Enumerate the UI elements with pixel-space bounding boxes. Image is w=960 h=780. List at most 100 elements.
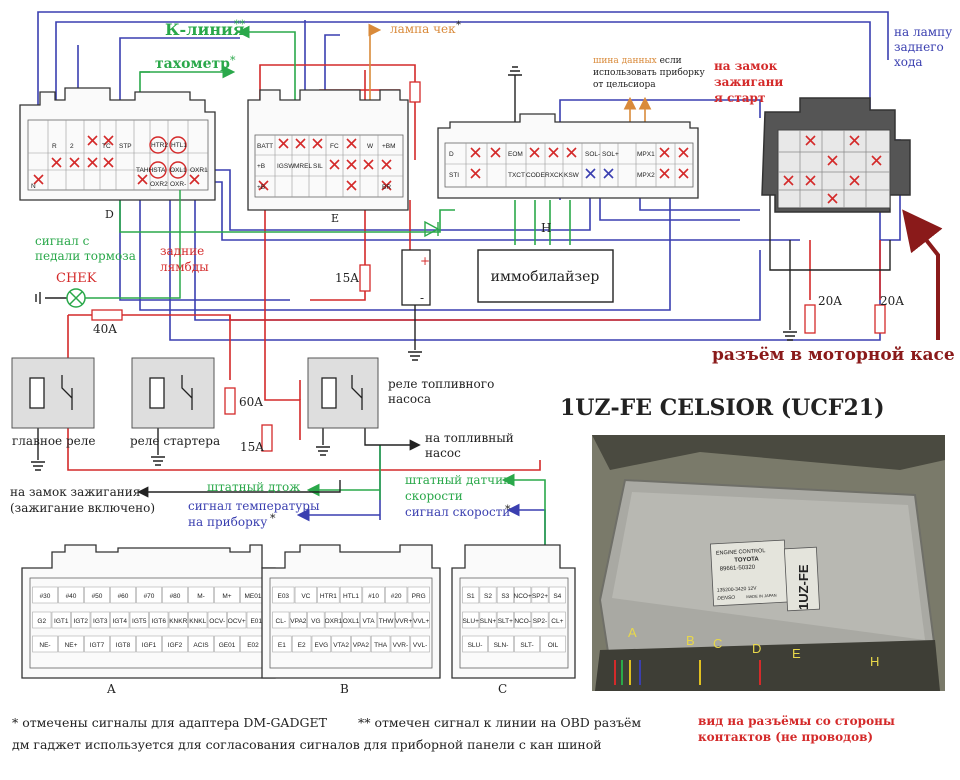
pin-label: #70 bbox=[144, 593, 155, 600]
svg-text:STP: STP bbox=[119, 143, 132, 150]
pin-label: IGF1 bbox=[142, 642, 157, 649]
pin-cell bbox=[162, 586, 188, 604]
pin-label: CL+ bbox=[551, 618, 563, 625]
pin-label: VTA bbox=[362, 618, 375, 625]
green-wires bbox=[119, 25, 571, 570]
pin-cell bbox=[227, 611, 247, 629]
pin-label: OXL1 bbox=[343, 618, 360, 625]
reverse-lamp-label-2: заднего bbox=[894, 40, 944, 54]
pin-cell bbox=[294, 586, 317, 604]
pin-label: SP2+ bbox=[532, 593, 548, 600]
page-title: 1UZ-FE CELSIOR (UCF21) bbox=[560, 395, 885, 421]
fuse-15a-label-1: 15A bbox=[240, 440, 264, 454]
pin-cell bbox=[32, 586, 58, 604]
pin-label: IGT6 bbox=[152, 618, 167, 625]
brake-label-1: сигнал с bbox=[35, 234, 90, 248]
svg-text:SOL-: SOL- bbox=[585, 151, 600, 158]
svg-text:R: R bbox=[52, 143, 57, 150]
diode-icon bbox=[424, 220, 440, 238]
pin-label: CL- bbox=[276, 618, 286, 625]
pin-label: E02 bbox=[247, 642, 259, 649]
pin-cell bbox=[58, 635, 84, 653]
pin-cell bbox=[479, 586, 497, 604]
ecu-label-6: MADE IN JAPAN bbox=[746, 593, 777, 600]
svg-text:FC: FC bbox=[330, 143, 339, 150]
svg-text:MPX2: MPX2 bbox=[637, 172, 655, 179]
svg-text:OXR1: OXR1 bbox=[190, 167, 208, 174]
svg-text:BR: BR bbox=[382, 184, 391, 191]
pin-cell bbox=[291, 635, 312, 653]
pin-label: SLT+ bbox=[498, 618, 513, 625]
pin-cell bbox=[71, 611, 91, 629]
check-lamp-icon bbox=[66, 190, 181, 308]
pin-label: KNKR bbox=[169, 618, 187, 625]
connector-e-name: E bbox=[331, 212, 339, 225]
connector-c bbox=[451, 544, 576, 679]
data-bus-label-3: от цельсиора bbox=[593, 80, 656, 90]
pin-cell bbox=[377, 611, 395, 629]
pin-cell bbox=[272, 586, 295, 604]
pin-label: THA bbox=[374, 642, 388, 649]
pin-cell bbox=[207, 611, 227, 629]
svg-text:HTR2: HTR2 bbox=[151, 142, 168, 149]
pin-label: VVL+ bbox=[413, 618, 429, 625]
pin-cell bbox=[317, 586, 340, 604]
check-lamp-mark: * bbox=[456, 20, 461, 31]
engine-harness-connector bbox=[761, 97, 911, 213]
connector-a bbox=[21, 544, 276, 679]
pin-cell bbox=[496, 586, 514, 604]
pin-cell bbox=[311, 635, 332, 653]
pin-cell bbox=[58, 586, 84, 604]
reverse-lamp-label-3: хода bbox=[894, 55, 923, 69]
k-line-label: К-линия bbox=[165, 20, 245, 39]
pin-cell bbox=[110, 635, 136, 653]
pin-label: #50 bbox=[92, 593, 103, 600]
ignition-start-label-2: зажигани bbox=[714, 75, 783, 89]
speed-sensor-label-1: штатный датчик bbox=[405, 473, 511, 487]
pin-cell bbox=[188, 586, 214, 604]
pin-cell bbox=[110, 611, 130, 629]
pin-cell bbox=[324, 611, 343, 629]
pin-label: NE- bbox=[39, 642, 50, 649]
pin-label: IGT7 bbox=[90, 642, 105, 649]
pin-cell bbox=[272, 611, 290, 629]
pin-cell bbox=[32, 635, 58, 653]
ignition-start-label-3: я старт bbox=[714, 91, 765, 105]
immobilizer-label: иммобилайзер bbox=[491, 269, 600, 285]
svg-text:MPX1: MPX1 bbox=[637, 151, 655, 158]
pin-label: SP2- bbox=[533, 618, 547, 625]
pin-cell bbox=[110, 586, 136, 604]
pin-cell bbox=[531, 586, 549, 604]
pin-cell bbox=[359, 611, 378, 629]
ecu-model-label: 1UZ-FE bbox=[796, 564, 811, 610]
ecu-label-3: 89661-50320 bbox=[720, 565, 756, 573]
svg-text:IGSW: IGSW bbox=[277, 163, 295, 170]
pin-label: SLU- bbox=[468, 642, 483, 649]
footnote-2: ** отмечен сигнал к линии на OBD разъём bbox=[358, 715, 641, 730]
pin-label: ME01 bbox=[245, 593, 262, 600]
tachometer-label: тахометр bbox=[155, 56, 230, 72]
ecu-label-5: DENSO bbox=[717, 595, 735, 602]
connector-b bbox=[261, 544, 441, 679]
photo-letter-a: A bbox=[628, 625, 637, 640]
fuse-15a-label-2: 15A bbox=[335, 271, 359, 285]
pin-cell bbox=[90, 611, 110, 629]
pin-cell bbox=[331, 635, 351, 653]
svg-text:KSW: KSW bbox=[564, 172, 580, 179]
pin-cell bbox=[390, 635, 411, 653]
fuel-pump-label-2: насос bbox=[425, 446, 461, 460]
pin-label: G2 bbox=[37, 618, 46, 625]
svg-text:CODE: CODE bbox=[526, 172, 545, 179]
footnote-1: * отмечены сигналы для адаптера DM-GADGE… bbox=[12, 715, 328, 730]
fuel-relay-label-2: насоса bbox=[388, 392, 431, 406]
check-lamp-label: лампа чек bbox=[390, 22, 456, 36]
pin-label: OXR1 bbox=[325, 618, 343, 625]
immobilizer-box bbox=[477, 249, 614, 303]
k-line-mark: ** bbox=[234, 18, 246, 31]
pin-label: KNKL bbox=[189, 618, 206, 625]
pin-cell bbox=[514, 611, 532, 629]
relays bbox=[11, 357, 379, 429]
main-relay-label: главное реле bbox=[12, 434, 95, 448]
engine-harness-label: разъём в моторной касе bbox=[712, 345, 955, 365]
